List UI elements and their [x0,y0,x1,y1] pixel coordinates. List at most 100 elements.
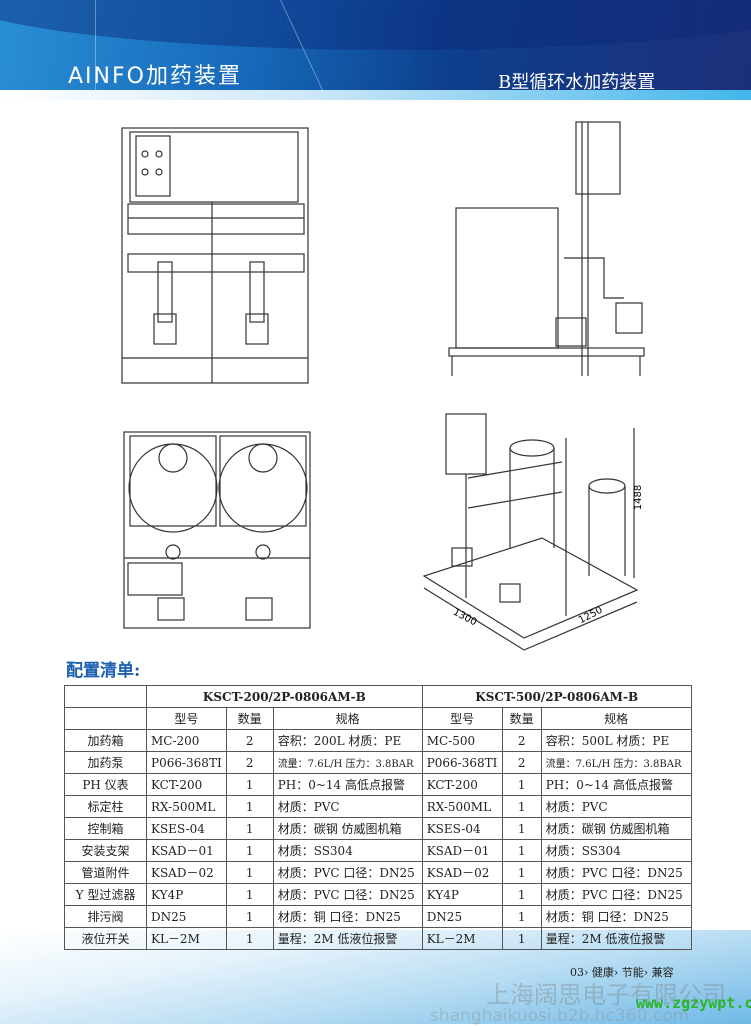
isometric-drawing [422,413,639,651]
component-name: 加药泵 [64,751,147,774]
table-cell: 2 [225,729,274,752]
component-name: 管道附件 [64,861,147,884]
watermark-url-secondary: shanghaikuosi.b2b.hc360.com [430,1006,690,1026]
table-cell: 1 [501,861,542,884]
side-view-drawing [448,121,645,376]
table-cell: 1 [225,927,274,950]
table-cell: 1 [501,883,542,906]
table-cell: KCT-200 [146,773,227,796]
model-header: KSCT-200/2P-0806AM-B [146,685,423,708]
table-cell: 1 [501,927,542,950]
table-cell: DN25 [146,905,227,928]
table-cell: KCT-200 [421,773,503,796]
config-list-title: 配置清单: [66,661,141,681]
table-cell: KL－2M [421,927,503,950]
footer-slogan: 03› 健康› 节能› 兼容 [570,966,674,979]
table-cell: 1 [225,817,274,840]
table-cell: 流量：7.6L/H 压力：3.8BAR [272,751,423,774]
decor-line [95,0,96,100]
column-header: 数量 [501,707,542,730]
table-cell: 1 [501,905,542,928]
front-view-drawing [121,127,309,384]
table-cell: 材质：PVC 口径：DN25 [272,883,423,906]
table-cell: KSAD－01 [421,839,503,862]
table-subheader-row: 型号数量规格型号数量规格 [64,707,692,730]
table-cell: RX-500ML [421,795,503,818]
table-cell: 1 [501,773,542,796]
table-cell: KY4P [421,883,503,906]
column-header: 型号 [146,707,227,730]
page-header-banner: AINFO加药装置 B型循环水加药装置 [0,0,751,100]
table-cell: 材质：PVC 口径：DN25 [272,861,423,884]
table-cell: 材质：SS304 [540,839,692,862]
table-corner-cell [64,685,147,708]
table-cell: 2 [501,751,542,774]
component-name: 控制箱 [64,817,147,840]
table-cell: KL－2M [146,927,227,950]
component-name: PH 仪表 [64,773,147,796]
table-cell: 材质：SS304 [272,839,423,862]
table-cell: PH：0~14 高低点报警 [272,773,423,796]
column-header: 数量 [225,707,274,730]
table-cell: KSAD－01 [146,839,227,862]
table-cell: KSAD－02 [146,861,227,884]
table-cell: 材质：铜 口径：DN25 [540,905,692,928]
table-cell: KSAD－02 [421,861,503,884]
table-cell: 1 [225,905,274,928]
table-cell: 容积：200L 材质：PE [272,729,423,752]
table-cell: KSES-04 [421,817,503,840]
component-name: 液位开关 [64,927,147,950]
table-cell: 材质：铜 口径：DN25 [272,905,423,928]
component-name: 安装支架 [64,839,147,862]
component-name: 加药箱 [64,729,147,752]
column-header: 型号 [421,707,503,730]
page-subtitle: B型循环水加药装置 [498,72,656,93]
table-cell: 1 [501,839,542,862]
table-cell: 1 [501,795,542,818]
table-cell: KY4P [146,883,227,906]
table-cell: 1 [225,861,274,884]
table-cell: KSES-04 [146,817,227,840]
model-header: KSCT-500/2P-0806AM-B [421,685,692,708]
table-cell: P066-368TI [146,751,227,774]
dimension-height: 1488 [633,484,645,511]
table-cell: MC-200 [146,729,227,752]
table-cell: 量程：2M 低液位报警 [272,927,423,950]
table-cell: 1 [225,795,274,818]
table-cell: 1 [501,817,542,840]
decor-line [280,0,341,100]
table-cell: 材质：碳钢 仿威图机箱 [272,817,423,840]
column-header: 规格 [540,707,692,730]
table-cell: RX-500ML [146,795,227,818]
component-name: 排污阀 [64,905,147,928]
table-cell: MC-500 [421,729,503,752]
table-cell: 2 [501,729,542,752]
table-corner-cell [64,707,147,730]
column-header: 规格 [272,707,423,730]
table-cell: PH：0~14 高低点报警 [540,773,692,796]
table-cell: 材质：PVC [272,795,423,818]
table-cell: 1 [225,839,274,862]
component-name: Y 型过滤器 [64,883,147,906]
table-cell: P066-368TI [421,751,503,774]
table-cell: DN25 [421,905,503,928]
component-name: 标定柱 [64,795,147,818]
top-view-drawing [123,431,311,629]
table-cell: 容积：500L 材质：PE [540,729,692,752]
table-cell: 1 [225,883,274,906]
table-cell: 流量：7.6L/H 压力：3.8BAR [540,751,692,774]
brand-title: AINFO加药装置 [68,64,242,89]
table-cell: 1 [225,773,274,796]
